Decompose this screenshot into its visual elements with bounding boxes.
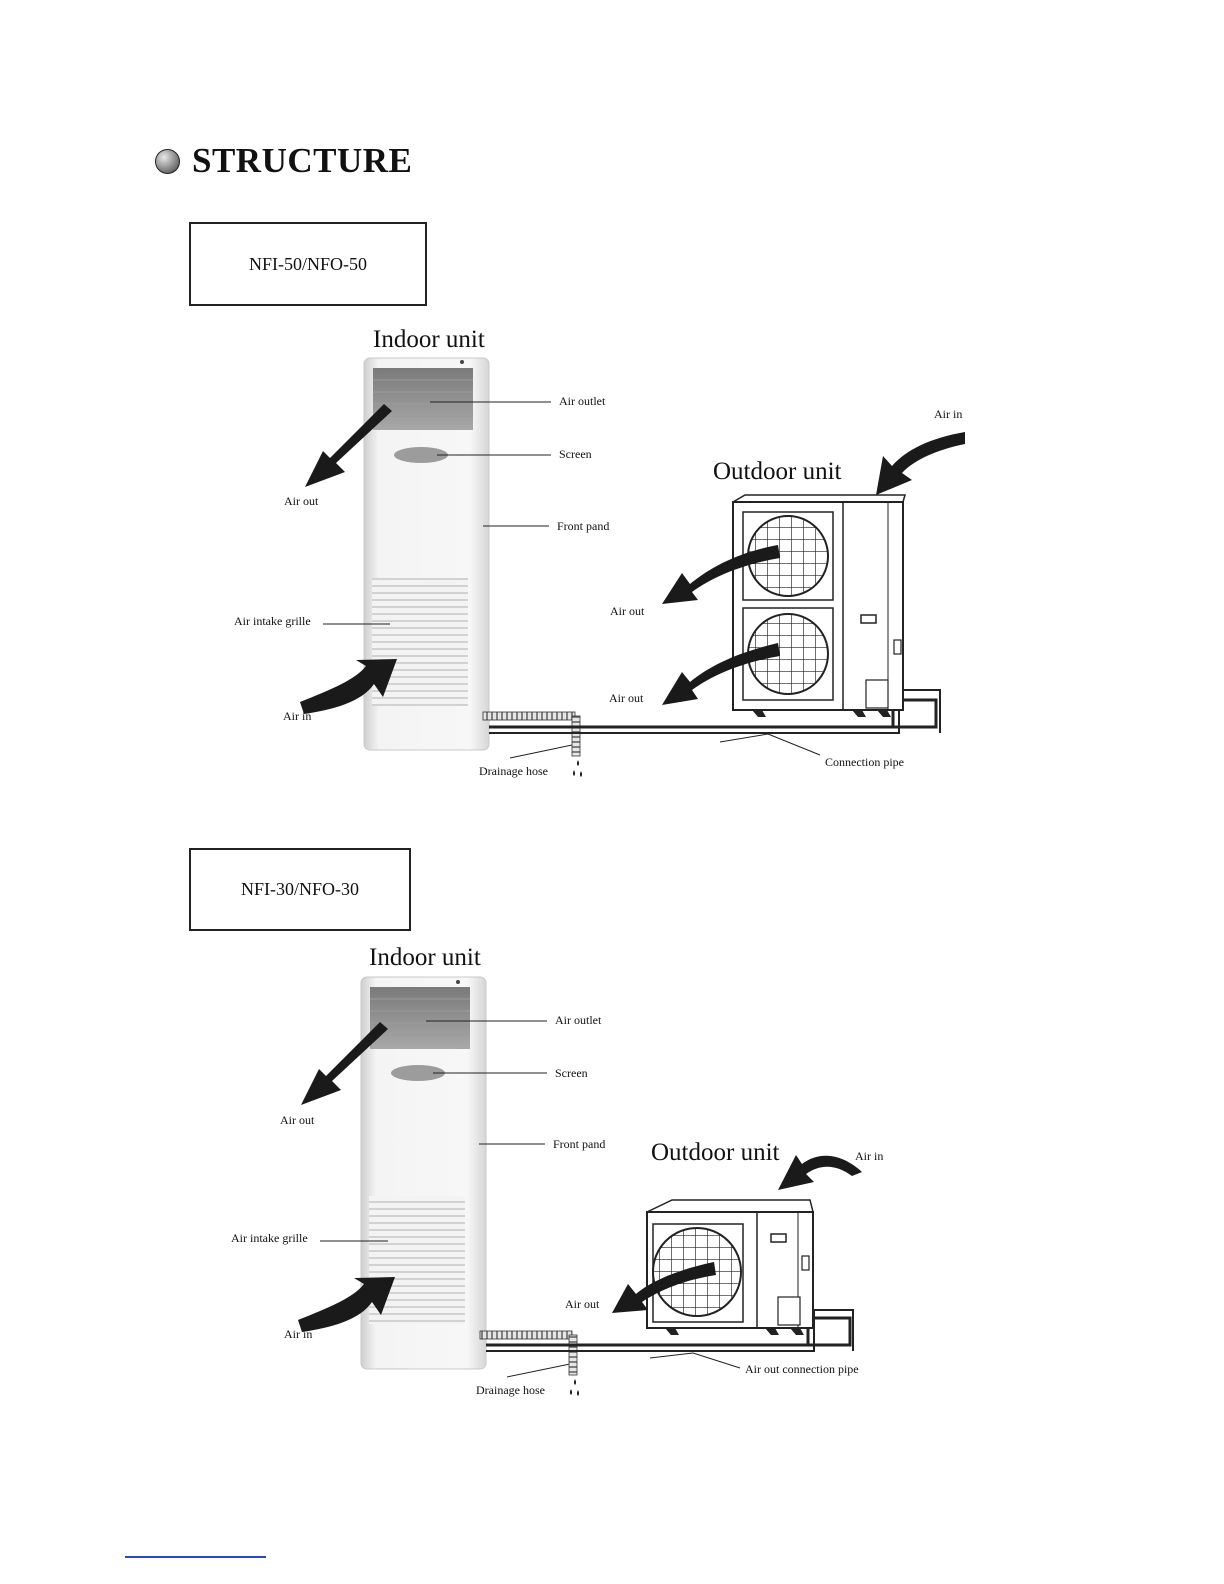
label-connection-pipe: Air out connection pipe: [745, 1362, 859, 1376]
label-air-outlet: Air outlet: [555, 1013, 602, 1027]
outdoor-unit-title: Outdoor unit: [651, 1139, 780, 1166]
label-front-pand: Front pand: [557, 519, 610, 533]
arrow-air-out-indoor: [305, 404, 392, 487]
page-title: STRUCTURE: [192, 141, 413, 180]
label-drainage-hose: Drainage hose: [476, 1383, 545, 1397]
indoor-unit-title: Indoor unit: [373, 326, 485, 353]
label-air-in-outdoor: Air in: [855, 1149, 884, 1163]
label-air-out-lower: Air out: [609, 691, 644, 705]
footer-rule: [125, 1556, 266, 1558]
arrow-air-in-outdoor: [876, 432, 965, 495]
label-air-intake-grille: Air intake grille: [234, 614, 311, 628]
label-drainage-hose: Drainage hose: [479, 764, 548, 778]
indoor-unit-title: Indoor unit: [369, 944, 481, 971]
label-air-out-indoor: Air out: [284, 494, 319, 508]
label-screen: Screen: [555, 1066, 588, 1080]
arrow-air-out-upper: [662, 545, 780, 604]
label-screen: Screen: [559, 447, 592, 461]
arrow-air-out-lower: [662, 643, 780, 705]
model-box-nfi50: NFI-50/NFO-50: [189, 222, 427, 306]
indoor-unit-2: [360, 976, 487, 1370]
arrow-air-out-outdoor-2: [612, 1262, 716, 1313]
label-air-in-outdoor: Air in: [934, 407, 963, 421]
arrow-air-in-outdoor-2: [778, 1155, 862, 1190]
leader-lines-2: [320, 1020, 741, 1378]
outdoor-unit-title: Outdoor unit: [713, 458, 842, 485]
model-box-nfi30: NFI-30/NFO-30: [189, 848, 411, 931]
label-air-out-indoor: Air out: [280, 1113, 315, 1127]
label-air-out-outdoor: Air out: [565, 1297, 600, 1311]
bullet-icon: [155, 148, 180, 174]
indoor-unit-1: [363, 357, 490, 751]
outdoor-unit-1: [732, 494, 906, 717]
label-air-outlet: Air outlet: [559, 394, 606, 408]
arrow-air-out-indoor-2: [301, 1022, 388, 1105]
leader-lines-1: [323, 401, 821, 759]
label-front-pand: Front pand: [553, 1137, 606, 1151]
outdoor-unit-2: [646, 1199, 814, 1335]
label-air-intake-grille: Air intake grille: [231, 1231, 308, 1245]
label-air-out-upper: Air out: [610, 604, 645, 618]
label-connection-pipe: Connection pipe: [825, 755, 904, 769]
arrow-air-in-indoor-2: [298, 1277, 395, 1332]
section-heading: STRUCTURE: [155, 138, 412, 184]
arrow-air-in-indoor: [300, 659, 397, 714]
